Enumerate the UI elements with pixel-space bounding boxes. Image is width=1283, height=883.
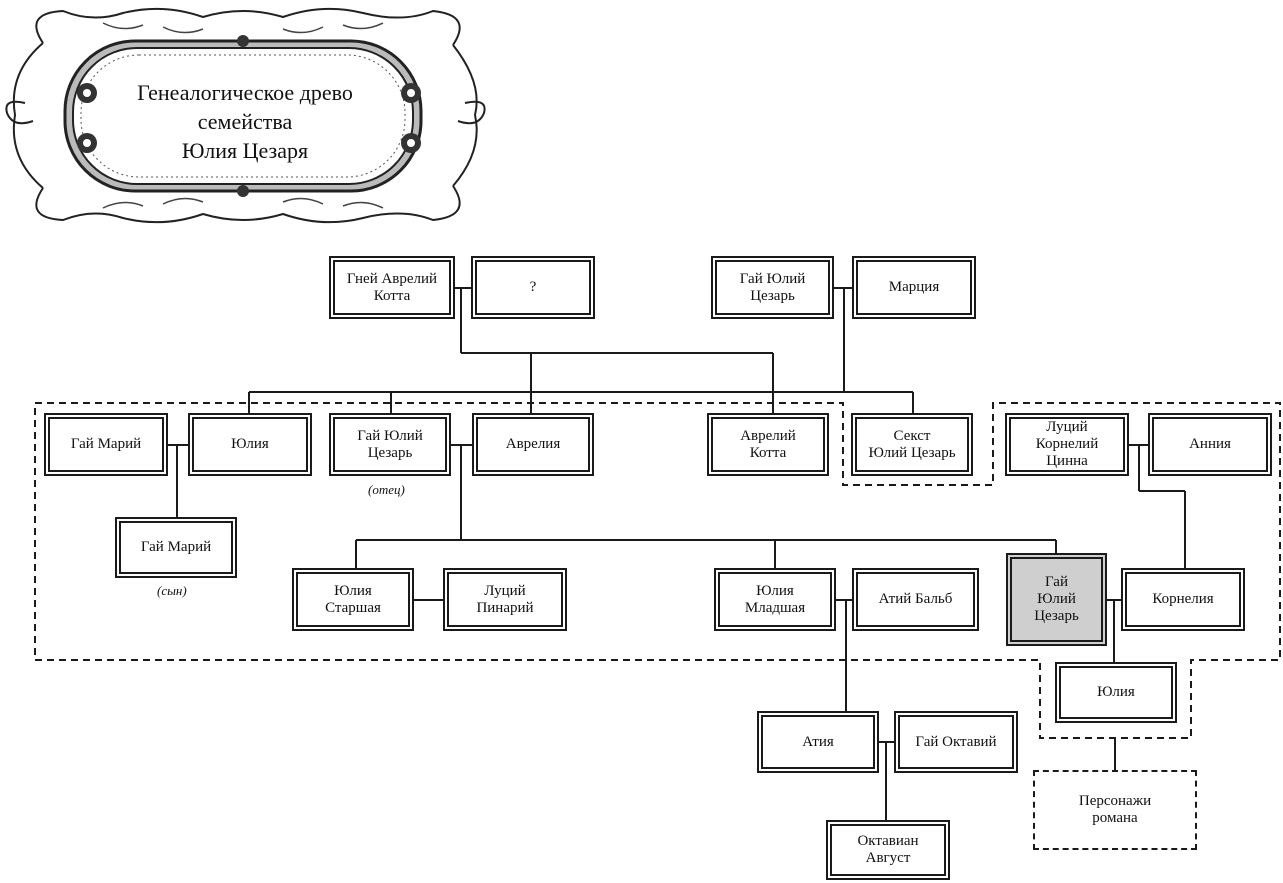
note-son: (сын)	[157, 583, 187, 598]
person-gai-mary-son: Гай Марий	[115, 517, 237, 578]
person-yulia-daughter: Юлия	[1055, 662, 1177, 723]
person-lucius-cornelius-cinna: Луций Корнелий Цинна	[1005, 413, 1129, 476]
person-cornelia: Корнелия	[1121, 568, 1245, 631]
person-marcia: Марция	[852, 256, 976, 319]
diagram-title: Генеалогическое древо семейства Юлия Цез…	[137, 80, 353, 163]
person-gnei-avrely-kotta: Гней Аврелий Котта	[329, 256, 455, 319]
person-octavian-august: Октавиан Август	[826, 820, 950, 880]
person-lucius-pinarius: Луций Пинарий	[443, 568, 567, 631]
person-gai-octavius: Гай Октавий	[894, 711, 1018, 773]
person-gai-yuly-caesar-highlighted: Гай Юлий Цезарь	[1006, 553, 1107, 646]
person-annia: Анния	[1148, 413, 1272, 476]
ornamental-frame-icon	[5, 7, 486, 224]
person-sekst-yuly-caesar: Секст Юлий Цезарь	[851, 413, 973, 476]
person-gai-yuly-caesar-grandfather: Гай Юлий Цезарь	[711, 256, 834, 319]
person-avrely-kotta: Аврелий Котта	[707, 413, 829, 476]
person-atia: Атия	[757, 711, 879, 773]
person-atius-balbus: Атий Бальб	[852, 568, 979, 631]
person-yulia-starshaya: Юлия Старшая	[292, 568, 414, 631]
person-gai-yuly-caesar-father: Гай Юлий Цезарь	[329, 413, 451, 476]
person-yulia-aunt: Юлия	[188, 413, 312, 476]
person-yulia-mladshaya: Юлия Младшая	[714, 568, 836, 631]
person-avrelia: Аврелия	[472, 413, 594, 476]
person-unknown-wife: ?	[471, 256, 595, 319]
legend-novel-characters: Персонажи романа	[1033, 770, 1197, 850]
note-father: (отец)	[368, 482, 405, 497]
person-gai-mary: Гай Марий	[44, 413, 168, 476]
